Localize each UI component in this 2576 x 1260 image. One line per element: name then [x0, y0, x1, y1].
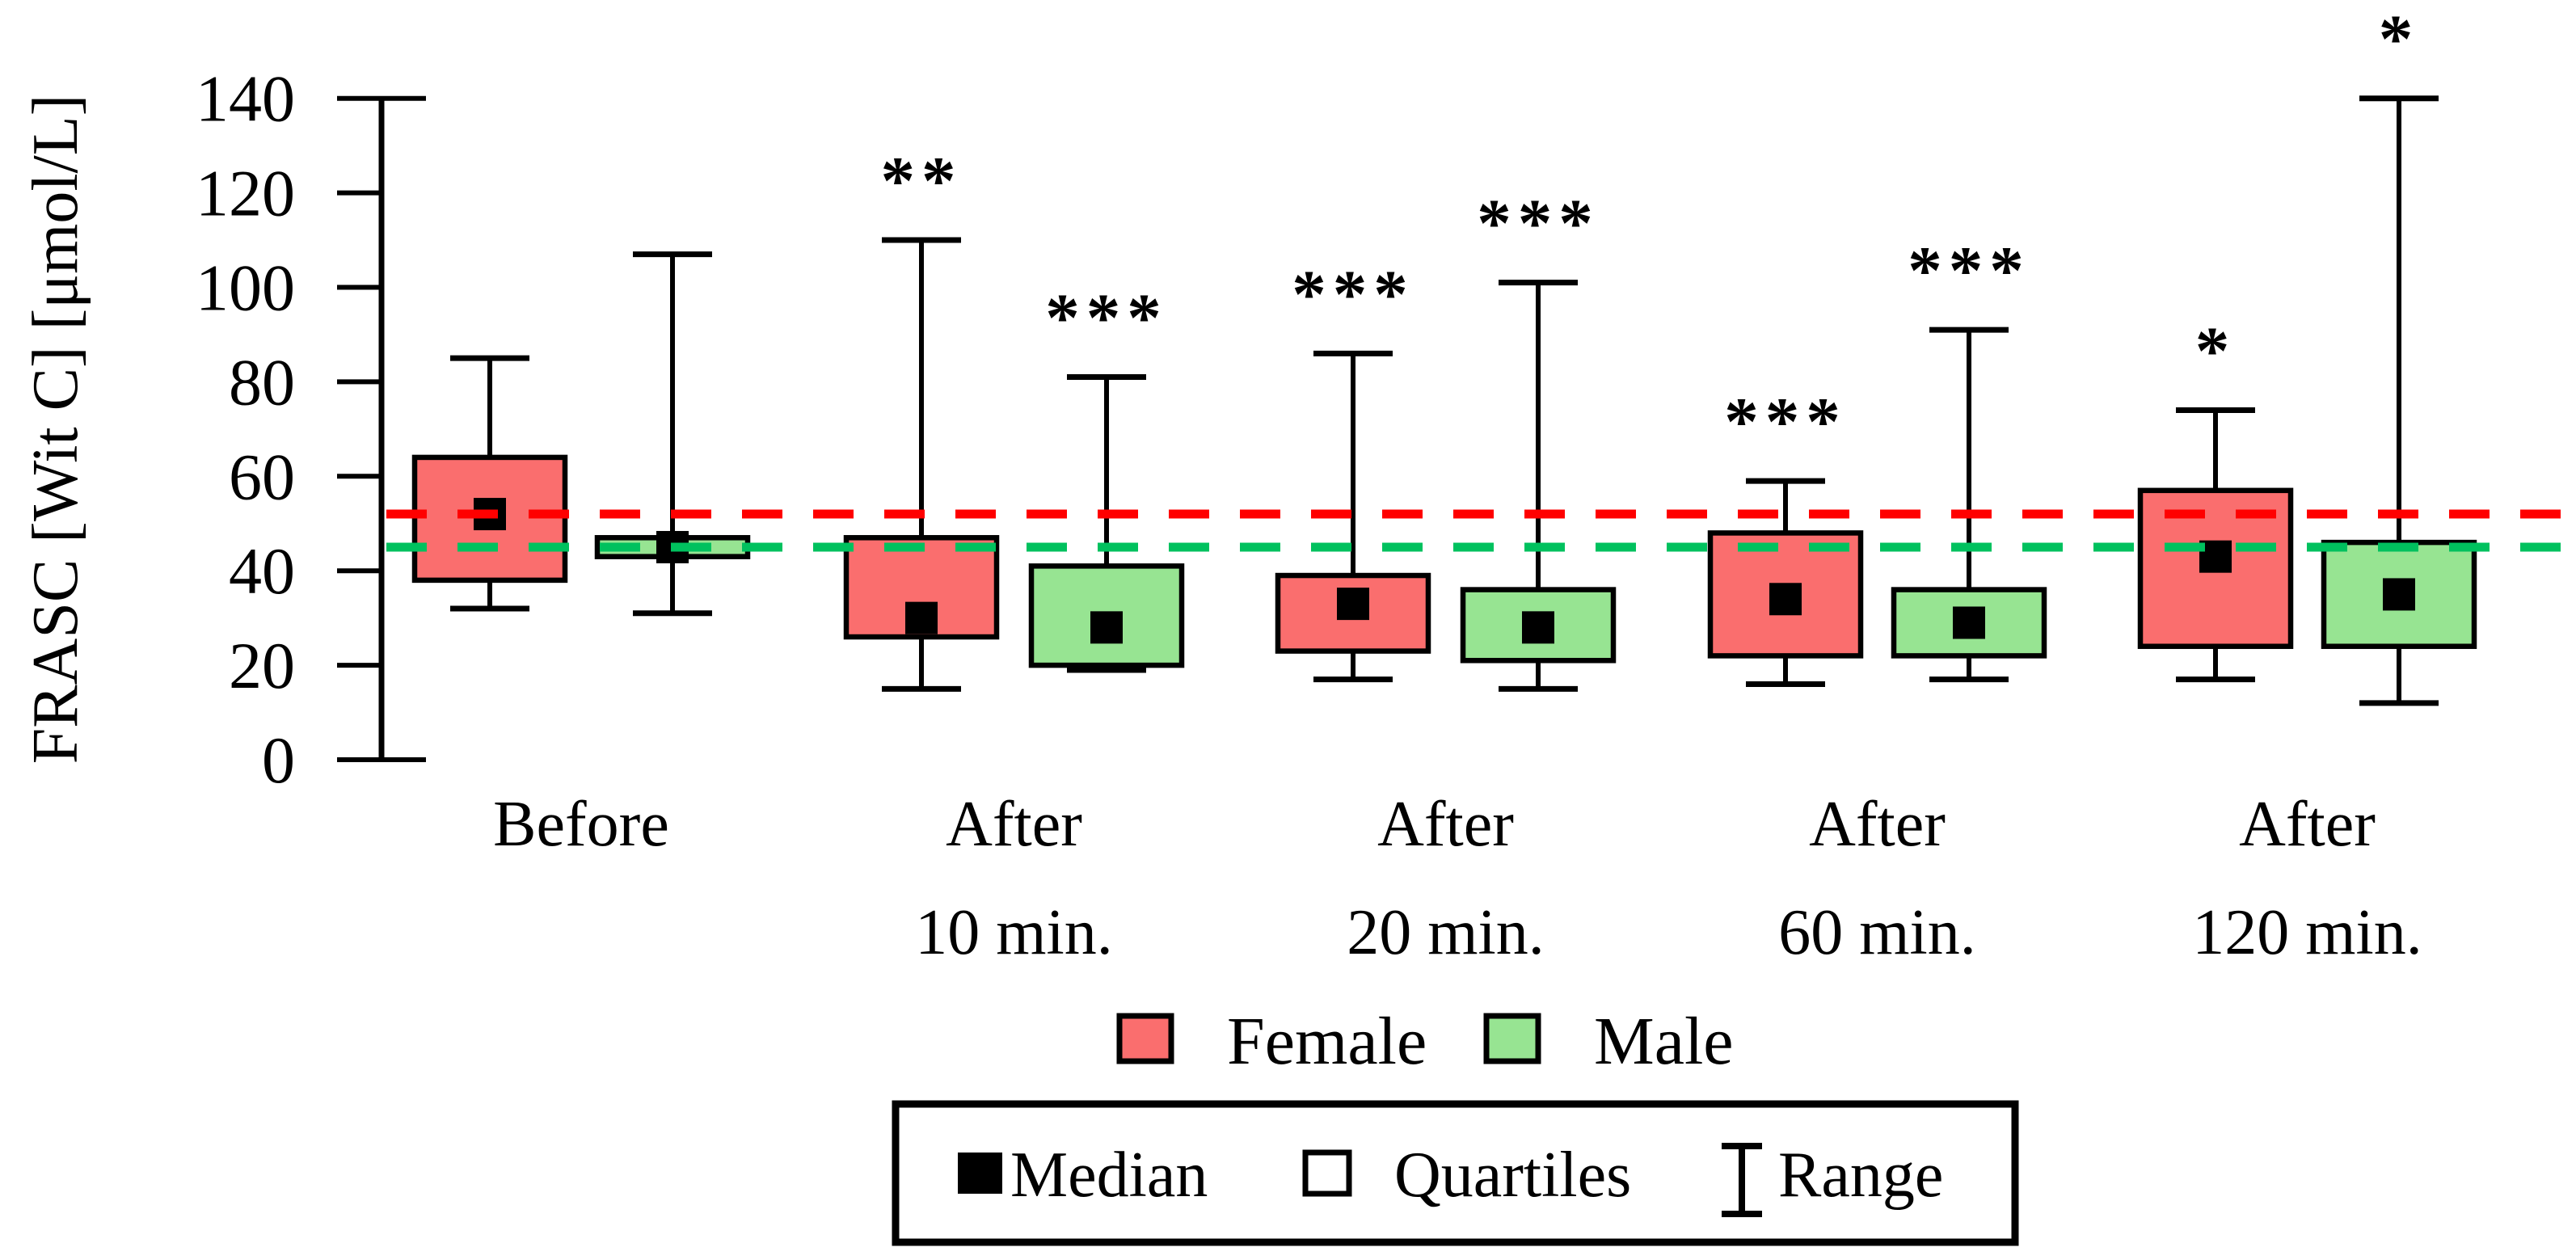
- median-marker: [1522, 611, 1554, 644]
- x-label-line1: After: [2239, 789, 2376, 860]
- y-tick-label: 80: [229, 345, 295, 419]
- boxplot-male-2: ***: [1028, 280, 1185, 673]
- significance-marker: ***: [1045, 280, 1168, 356]
- significance-marker: ***: [1724, 384, 1847, 460]
- boxplot-male-5: *: [2321, 2, 2477, 706]
- significance-marker: *: [2379, 2, 2420, 78]
- x-label-line2: 60 min.: [1778, 897, 1975, 968]
- x-label-line2: 120 min.: [2192, 897, 2422, 968]
- boxplot-female-3: ***: [1275, 256, 1431, 683]
- y-axis-title: FRASC [Wit C] [μmol/L]: [20, 95, 91, 765]
- y-tick-label: 0: [262, 723, 295, 797]
- significance-marker: ***: [1477, 186, 1600, 262]
- significance-marker: ***: [1292, 256, 1414, 332]
- median-marker: [905, 601, 938, 634]
- boxplot-male-1: [594, 251, 751, 617]
- x-label-line1: After: [946, 789, 1082, 860]
- significance-marker: **: [881, 143, 963, 219]
- stat-legend: Median Quartiles Range: [892, 1100, 2019, 1246]
- median-legend-label: Median: [1010, 1140, 1208, 1211]
- median-marker-icon: [958, 1153, 1002, 1194]
- quartiles-legend-label: Quartiles: [1394, 1140, 1631, 1211]
- range-legend-label: Range: [1778, 1140, 1943, 1211]
- iqr-box: [2321, 539, 2477, 649]
- boxplot-male-3: ***: [1460, 186, 1617, 692]
- quartiles-marker-icon: [1302, 1149, 1352, 1197]
- series-legend: Female Male: [1116, 1004, 1734, 1079]
- x-label-line1: After: [1809, 789, 1946, 860]
- median-marker: [1953, 606, 1985, 639]
- boxplot-female-5: *: [2137, 313, 2294, 683]
- female-legend-label: Female: [1227, 1004, 1427, 1079]
- significance-marker: *: [2195, 313, 2237, 389]
- boxplot-female-1: [411, 355, 568, 612]
- significance-marker: ***: [1908, 233, 2030, 309]
- y-tick-label: 100: [196, 251, 295, 325]
- x-label-line1: After: [1377, 789, 1514, 860]
- iqr-box: [1707, 530, 1864, 659]
- male-legend-label: Male: [1594, 1004, 1734, 1079]
- stat-legend-border: [892, 1100, 2019, 1246]
- y-axis: 0 20 40 60 80 100 120 140: [196, 62, 426, 797]
- y-tick-label: 20: [229, 629, 295, 702]
- median-marker: [2383, 578, 2415, 611]
- x-label-line1: Before: [493, 789, 669, 860]
- x-label-line2: 20 min.: [1347, 897, 1544, 968]
- plot-area: *******************: [386, 2, 2573, 706]
- median-marker: [1090, 611, 1123, 644]
- range-marker-icon: [1722, 1143, 1762, 1217]
- median-marker: [1337, 588, 1369, 621]
- boxplot-female-4: ***: [1707, 384, 1864, 687]
- y-tick-label: 40: [229, 534, 295, 608]
- x-axis-labels: Before After 10 min. After 20 min. After 60 mi…: [493, 789, 2422, 968]
- y-tick-label: 140: [196, 62, 295, 136]
- boxplot-male-4: ***: [1891, 233, 2047, 683]
- x-label-line2: 10 min.: [915, 897, 1112, 968]
- male-swatch: [1483, 1013, 1541, 1064]
- boxplot-female-2: **: [843, 143, 1000, 692]
- median-marker: [1769, 583, 1802, 616]
- y-tick-label: 60: [229, 440, 295, 513]
- female-swatch: [1116, 1013, 1174, 1064]
- y-tick-label: 120: [196, 157, 295, 230]
